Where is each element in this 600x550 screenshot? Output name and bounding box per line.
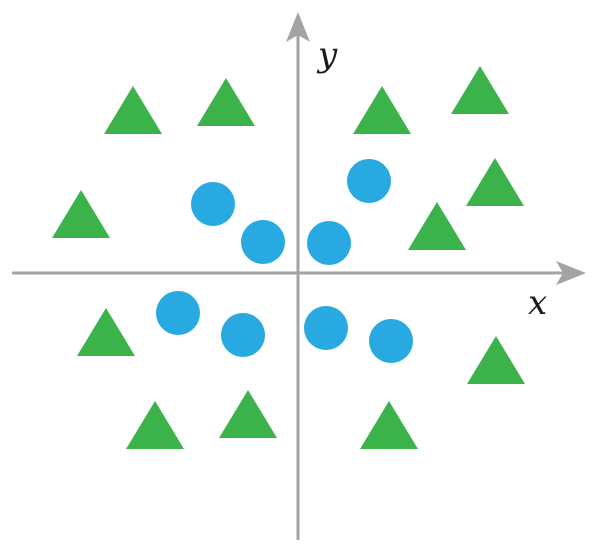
- y-axis-arrow-icon: [286, 12, 310, 42]
- triangle-point: [353, 86, 411, 134]
- triangle-point: [360, 401, 418, 449]
- x-axis-label: x: [528, 283, 547, 323]
- circle-point: [191, 182, 235, 226]
- triangle-point: [219, 390, 277, 438]
- circle-point: [347, 159, 391, 203]
- circle-point: [221, 313, 265, 357]
- triangle-point: [408, 202, 466, 250]
- x-axis-arrow-icon: [556, 261, 586, 285]
- triangle-point: [466, 158, 524, 206]
- triangle-point: [126, 401, 184, 449]
- y-axis-label: y: [316, 35, 338, 75]
- circle-point: [156, 291, 200, 335]
- circle-point: [241, 220, 285, 264]
- axes: x y: [12, 12, 586, 540]
- triangle-point: [467, 336, 525, 384]
- triangle-point: [197, 78, 255, 126]
- circle-point: [369, 319, 413, 363]
- triangle-point: [104, 86, 162, 134]
- circle-point: [307, 221, 351, 265]
- markers: [52, 66, 525, 449]
- triangle-point: [77, 308, 135, 356]
- triangle-point: [451, 66, 509, 114]
- triangle-point: [52, 190, 110, 238]
- circle-point: [304, 306, 348, 350]
